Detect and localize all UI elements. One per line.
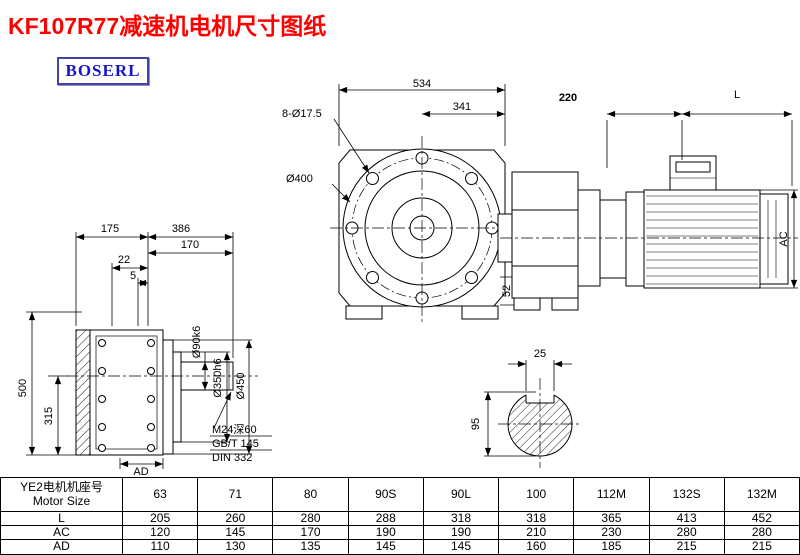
front-view-centerlines [330, 136, 515, 324]
cell-L-80: 280 [272, 510, 349, 527]
cell-AC-132s: 280 [648, 525, 725, 541]
cell-AD-90s: 145 [347, 539, 424, 555]
cell-AC-80: 170 [272, 525, 349, 541]
cell-AC-132m: 280 [723, 525, 800, 541]
left-view [66, 329, 258, 456]
motor-size-table: YE2电机机座号 Motor Size 63 71 80 90S 90L 100… [0, 477, 800, 555]
note-tapped-hole: M24深60 [212, 423, 257, 436]
cell-AC-90l: 190 [422, 525, 500, 541]
dim-22: 22 [118, 254, 130, 266]
page-title: KF107R77减速机电机尺寸图纸 [8, 13, 327, 39]
size-col-71: 71 [197, 477, 274, 512]
cell-AD-90l: 145 [422, 539, 500, 555]
cell-L-132m: 452 [723, 510, 800, 527]
cell-AD-63: 110 [121, 539, 199, 555]
size-col-100: 100 [498, 477, 575, 512]
table-header-motor-size: YE2电机机座号 Motor Size [0, 477, 123, 512]
table-row-AC: AC 120 145 170 190 190 210 230 280 280 [0, 525, 800, 541]
cell-AD-71: 130 [197, 539, 274, 555]
dim-motor-diameter: AC [778, 231, 790, 246]
brand-logo-text: BOSERL [65, 61, 141, 80]
size-col-90l: 90L [422, 477, 500, 512]
dim-341: 341 [453, 101, 471, 113]
dim-flange-diameter: Ø400 [286, 173, 313, 185]
note-din-332: DIN 332 [212, 452, 252, 464]
cell-AC-90s: 190 [347, 525, 424, 541]
dim-bolt-holes: 8-Ø17.5 [282, 108, 322, 120]
dim-5: 5 [130, 270, 136, 282]
cell-AC-71: 145 [197, 525, 274, 541]
brand-logo: BOSERL [57, 57, 149, 85]
left-view-dimensions [26, 232, 272, 469]
cell-AD-100: 160 [498, 539, 575, 555]
front-view [330, 136, 515, 324]
dim-spigot-diameter: Ø350h6 [212, 358, 224, 397]
cell-AD-80: 135 [272, 539, 349, 555]
dim-170: 170 [181, 239, 199, 251]
cell-AC-112m: 230 [573, 525, 650, 541]
header-label-en: Motor Size [32, 493, 91, 508]
dim-output-flange-diameter: Ø450 [235, 373, 247, 400]
motor-fins [646, 195, 758, 285]
cell-AC-63: 120 [121, 525, 199, 541]
dim-section-diameter: 95 [470, 418, 482, 430]
dim-500: 500 [17, 379, 29, 397]
dim-AD: AD [133, 466, 148, 477]
table-header-row: YE2电机机座号 Motor Size 63 71 80 90S 90L 100… [0, 477, 800, 512]
dim-175: 175 [101, 223, 119, 235]
side-view-dimensions [606, 110, 798, 289]
left-view-bolts [98, 339, 155, 452]
cell-AD-132m: 215 [723, 539, 800, 555]
dim-motor-length: L [734, 89, 740, 101]
dim-key-width: 25 [534, 348, 546, 360]
row-label-L: L [0, 510, 123, 527]
size-col-63: 63 [121, 477, 199, 512]
side-view [497, 155, 798, 311]
table-row-L: L 205 260 280 288 318 318 365 413 452 [0, 510, 800, 527]
cell-AD-132s: 215 [648, 539, 725, 555]
dim-shaft-diameter: Ø90k6 [191, 326, 203, 358]
cell-L-100: 318 [498, 510, 575, 527]
cell-AD-112m: 185 [573, 539, 650, 555]
size-col-90s: 90S [347, 477, 424, 512]
dim-52: 52 [501, 285, 513, 297]
technical-drawing: 534 341 8-Ø17.5 Ø400 52 [17, 78, 798, 477]
cell-L-90l: 318 [422, 510, 500, 527]
cell-L-90s: 288 [347, 510, 424, 527]
cell-L-63: 205 [121, 510, 199, 527]
dim-534: 534 [413, 78, 431, 90]
dim-315: 315 [43, 407, 55, 425]
note-gbt-145: GB/T 145 [212, 438, 259, 450]
dim-386: 386 [172, 223, 190, 235]
size-col-132s: 132S [648, 477, 725, 512]
size-col-80: 80 [272, 477, 349, 512]
cell-L-112m: 365 [573, 510, 650, 527]
row-label-AD: AD [0, 539, 123, 555]
cell-L-71: 260 [197, 510, 274, 527]
row-label-AC: AC [0, 525, 123, 541]
shaft-section-dimensions [484, 360, 572, 457]
front-view-dimensions [331, 84, 522, 306]
table-row-AD: AD 110 130 135 145 145 160 185 215 215 [0, 539, 800, 555]
dim-220: 220 [559, 92, 577, 104]
size-col-132m: 132M [723, 477, 800, 512]
cell-L-132s: 413 [648, 510, 725, 527]
cell-AC-100: 210 [498, 525, 575, 541]
size-col-112m: 112M [573, 477, 650, 512]
shaft-section-view [498, 378, 582, 468]
header-label-cn: YE2电机机座号 [20, 480, 103, 495]
